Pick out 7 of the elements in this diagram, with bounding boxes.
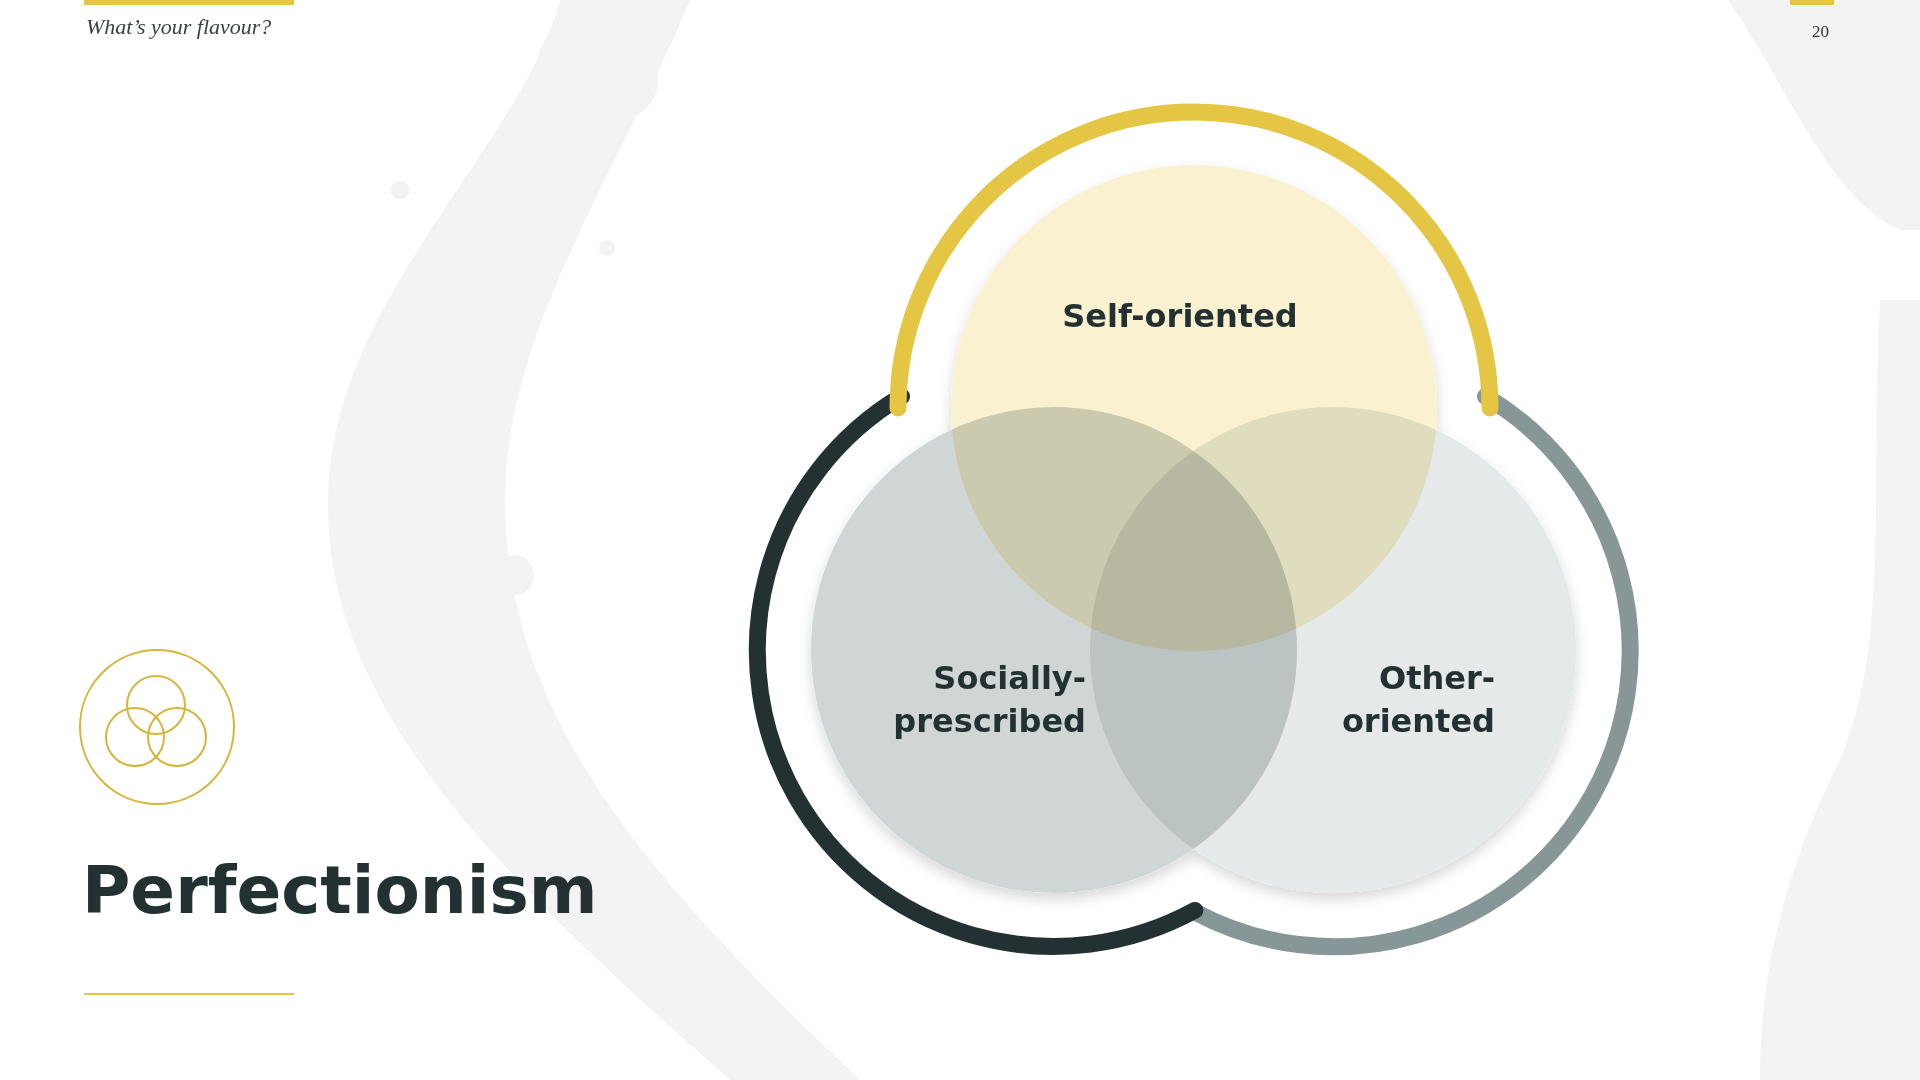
slide-title: Perfectionism bbox=[82, 858, 598, 924]
circle-label: Socially-prescribed bbox=[893, 658, 1086, 742]
page-number: 20 bbox=[1812, 22, 1829, 42]
circle-label: Self-oriented bbox=[1062, 296, 1298, 337]
venn-circle bbox=[1090, 407, 1576, 893]
circle-label: Other-oriented bbox=[1341, 658, 1495, 742]
header-text: What’s your flavour? bbox=[86, 14, 272, 40]
